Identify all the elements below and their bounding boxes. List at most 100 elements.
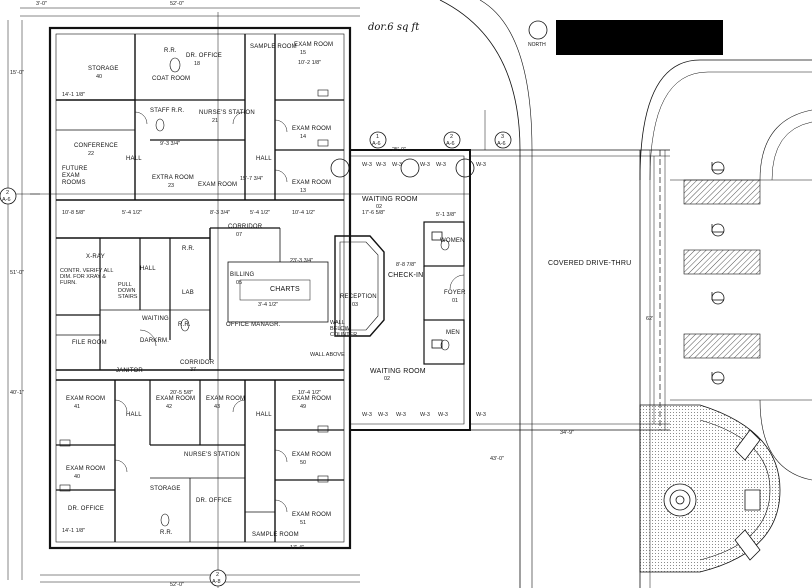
- dimension-text: 43'-0": [490, 456, 505, 462]
- dimension-text: 62': [646, 316, 654, 322]
- room-label-check-in: CHECK-IN: [388, 272, 424, 279]
- room-num: 42: [166, 404, 173, 410]
- grid-marker-num: 3: [501, 134, 505, 140]
- room-label-hall-bl: HALL: [126, 412, 142, 418]
- window-tag: W-3: [420, 412, 430, 418]
- room-label-storage-bottom: STORAGE: [150, 486, 181, 492]
- room-label-exam-bl-2: EXAM ROOM: [66, 466, 106, 472]
- room-num: 02: [384, 376, 391, 382]
- grid-marker-num: 2: [6, 190, 10, 196]
- dimension-text: 5'-4 1/2": [250, 210, 271, 216]
- grid-marker-num: 2: [450, 134, 454, 140]
- room-label-dr-office-bottom: DR. OFFICE: [196, 498, 232, 504]
- room-label-hall-bm: HALL: [256, 412, 272, 418]
- grid-marker-sheet: A-6: [446, 141, 455, 147]
- window-tag: W-3: [392, 162, 402, 168]
- room-label-dr-office-bl: DR. OFFICE: [68, 506, 104, 512]
- dimension-text: 52'-0": [170, 1, 185, 7]
- room-label-rr-top: R.R.: [164, 48, 177, 54]
- room-num: 01: [452, 298, 459, 304]
- dimension-text: 3'-0": [36, 1, 47, 7]
- room-label-janitor: JANITOR: [116, 368, 143, 374]
- window-tag: W-3: [396, 412, 406, 418]
- pull-down-stairs-note: PULL DOWN STAIRS: [118, 282, 138, 300]
- dimension-text: 23'-3 3/4": [290, 258, 314, 264]
- room-num: 15: [300, 50, 307, 56]
- grid-marker-sheet: A-6: [497, 141, 506, 147]
- dimension-text: 5'-4 1/2": [122, 210, 143, 216]
- room-num: 14: [300, 134, 307, 140]
- room-label-hall-top: HALL: [256, 156, 272, 162]
- window-tag: W-3: [438, 412, 448, 418]
- grid-marker-sheet: A-6: [372, 141, 381, 147]
- room-label-foyer: FOYER: [444, 290, 466, 296]
- room-num: 03: [352, 302, 359, 308]
- room-num: 21: [212, 118, 219, 124]
- room-label-file-room: FILE ROOM: [72, 340, 107, 346]
- room-label-rr-lab: R.R.: [182, 246, 195, 252]
- room-label-extra-room: EXTRA ROOM: [152, 175, 195, 181]
- room-label-exam-top-3: EXAM ROOM: [292, 180, 332, 186]
- room-label-charts: CHARTS: [270, 286, 300, 293]
- dimension-text: 14'-1 1/8": [62, 528, 86, 534]
- room-label-exam-bl-1: EXAM ROOM: [66, 396, 106, 402]
- dimension-text: 40'-1": [10, 390, 25, 396]
- room-label-exam-br-2: EXAM ROOM: [292, 452, 332, 458]
- window-tag: W-3: [420, 162, 430, 168]
- room-label-conference: CONFERENCE: [74, 143, 119, 149]
- room-num: 18: [194, 61, 201, 67]
- wall-above-note: WALL ABOVE: [310, 352, 345, 358]
- dimension-text: 10'-2 1/8": [298, 60, 322, 66]
- dimension-text: 25'-0": [392, 147, 407, 153]
- room-num: 37: [190, 367, 197, 373]
- room-num: 23: [168, 183, 175, 189]
- room-label-women: WOMEN: [440, 238, 465, 244]
- dimension-text: 8'-8 7/8": [396, 262, 417, 268]
- room-label-nurses-station-bottom: NURSE'S STATION: [184, 452, 240, 458]
- dimension-text: 15'-7 3/4": [240, 176, 264, 182]
- dimension-text: 17'-4": [290, 545, 305, 551]
- room-label-sample-room-bottom: SAMPLE ROOM: [252, 532, 299, 538]
- room-label-waiting-room-top: WAITING ROOM: [362, 196, 418, 203]
- window-tag: W-3: [436, 162, 446, 168]
- room-label-hall-west: HALL: [126, 156, 142, 162]
- room-label-exam-bm-1: EXAM ROOM: [156, 396, 196, 402]
- north-label: NORTH: [528, 42, 546, 48]
- room-num: 22: [88, 151, 95, 157]
- room-label-lab: LAB: [182, 290, 194, 296]
- redaction-box: [556, 20, 723, 55]
- room-num: 49: [300, 404, 307, 410]
- room-label-hall-xray: HALL: [140, 266, 156, 272]
- dimension-text: 9'-3 3/4": [160, 141, 181, 147]
- room-label-billing: BILLING: [230, 272, 255, 278]
- room-label-exam-mid: EXAM ROOM: [198, 182, 238, 188]
- window-tag: W-3: [476, 162, 486, 168]
- dimension-text: 34'-9": [560, 430, 575, 436]
- room-label-darkroom: DARKRM.: [140, 338, 170, 344]
- room-label-men: MEN: [446, 330, 460, 336]
- grid-marker-num: 2: [216, 572, 220, 578]
- window-tag: W-3: [376, 162, 386, 168]
- xray-note: CONTR. VERIFY ALL DIM. FOR XRAY & FURN.: [60, 268, 114, 286]
- grid-marker-sheet: A-6: [2, 197, 11, 203]
- room-label-office-manager: OFFICE MANAGR.: [226, 322, 281, 328]
- room-label-corridor-top: CORRIDOR: [228, 224, 263, 230]
- room-num: 02: [376, 204, 383, 210]
- room-label-reception: RECEPTION: [340, 294, 377, 300]
- room-label-waiting-room-bottom: WAITING ROOM: [370, 368, 426, 375]
- room-num: 13: [300, 188, 307, 194]
- dimension-text: 15'-0": [10, 70, 25, 76]
- room-label-exam-br-1: EXAM ROOM: [292, 396, 332, 402]
- dimension-text: 10'-8 5/8": [62, 210, 86, 216]
- dimension-text: 10'-4 1/2": [292, 210, 316, 216]
- room-num: 43: [214, 404, 221, 410]
- dimension-text: 3'-4 1/2": [258, 302, 279, 308]
- wall-below-counter-note: WALL BELOW COUNTER: [330, 320, 358, 338]
- room-label-exam-top-2: EXAM ROOM: [292, 126, 332, 132]
- dimension-text: 5'-1 3/8": [436, 212, 457, 218]
- room-label-corridor-bottom: CORRIDOR: [180, 360, 215, 366]
- dimension-text: 52'-0": [170, 582, 185, 588]
- room-label-storage: STORAGE: [88, 66, 119, 72]
- room-label-waiting-small: WAITING: [142, 316, 169, 322]
